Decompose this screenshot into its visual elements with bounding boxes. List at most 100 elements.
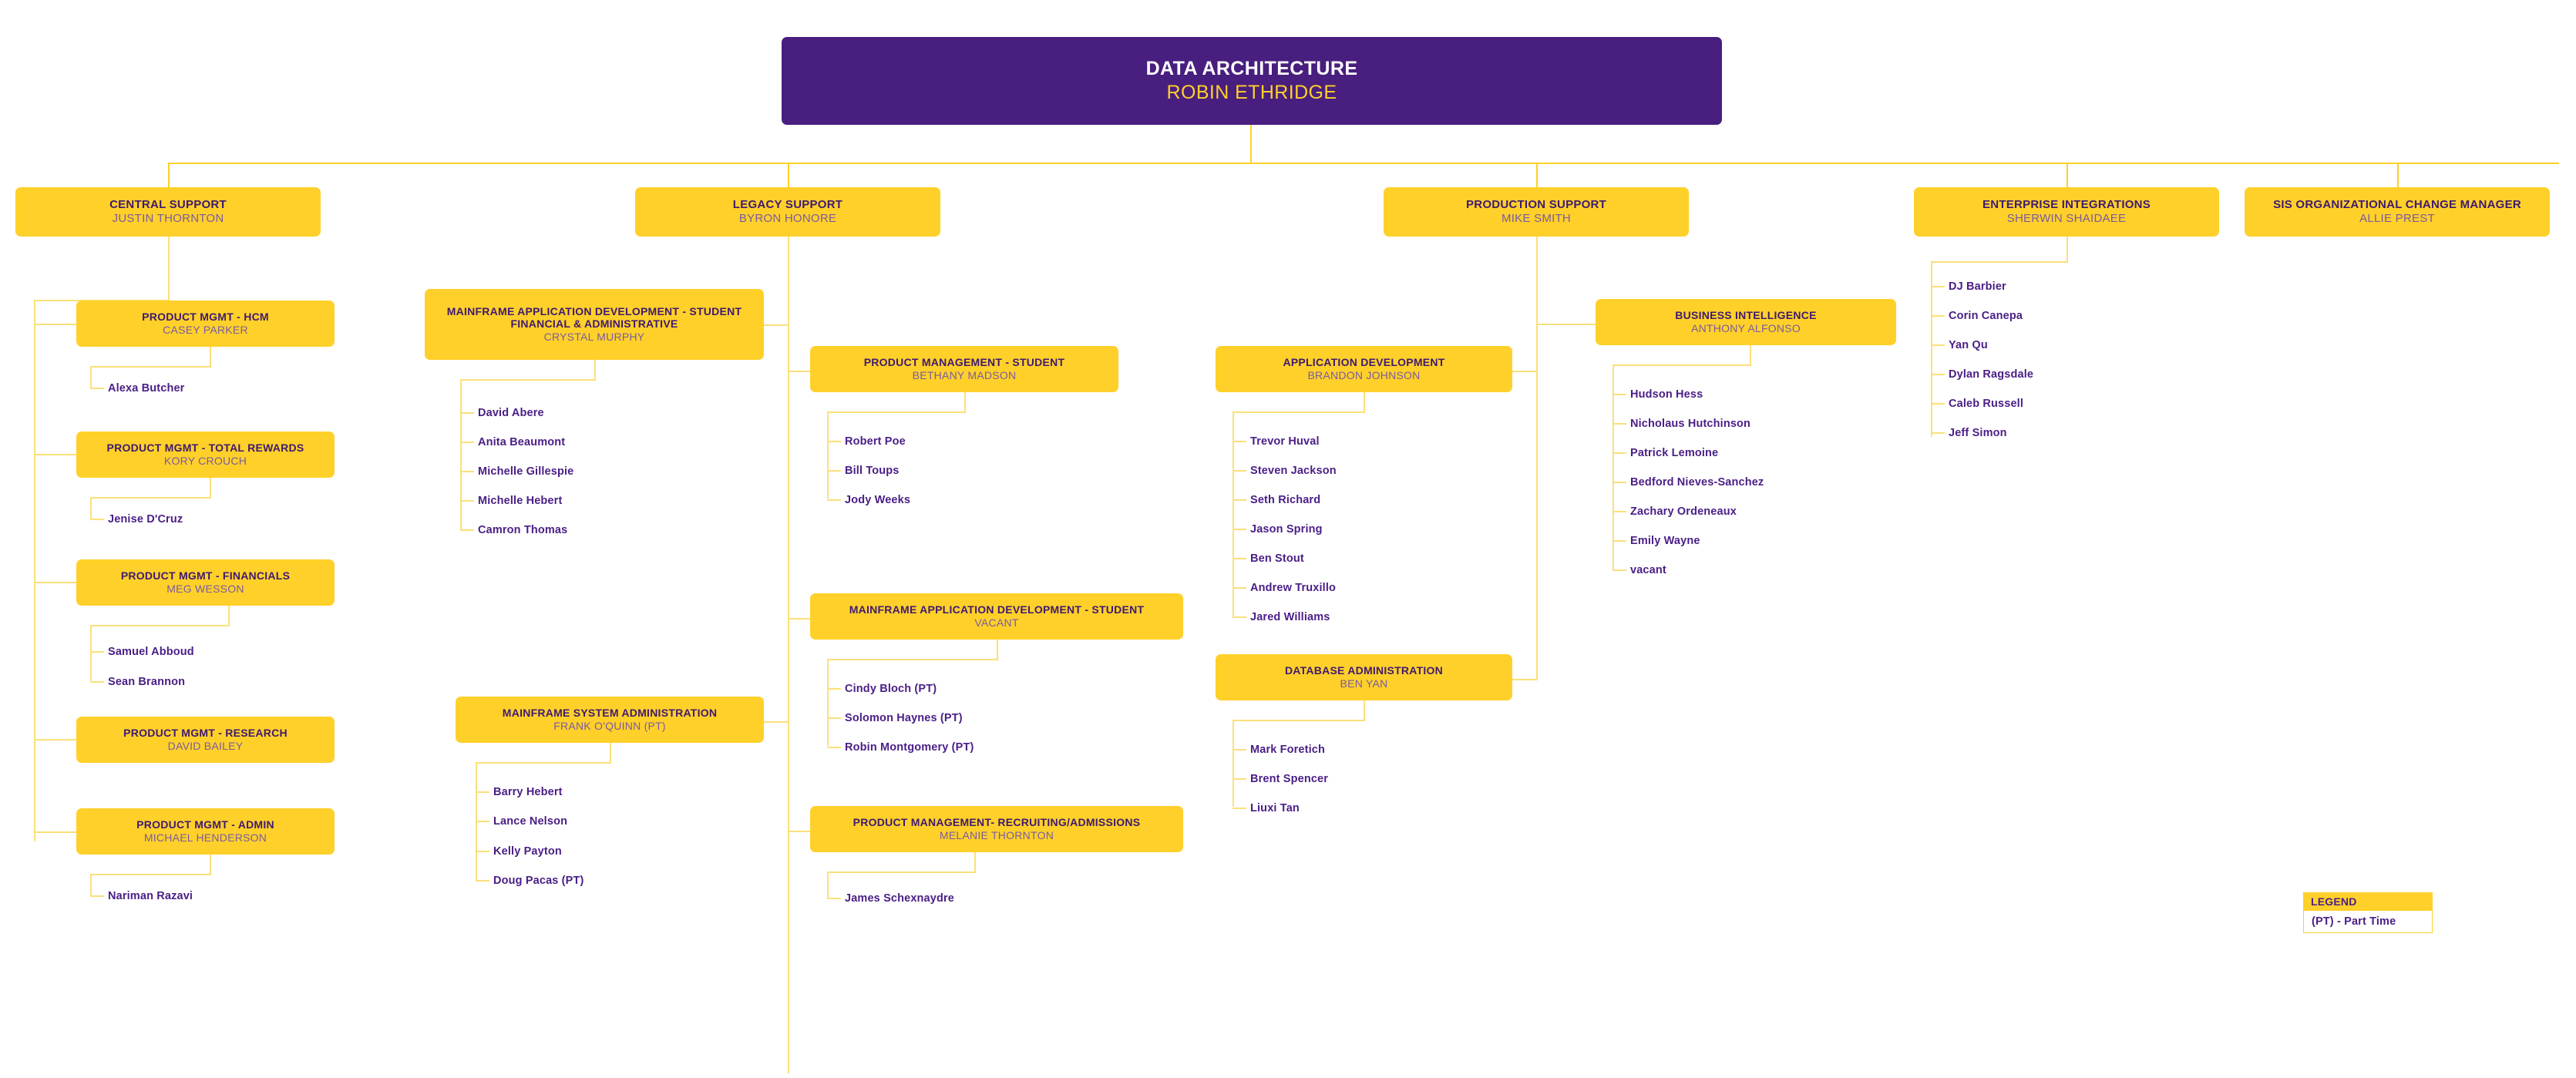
connector-pm-recruiting-elbow (827, 871, 976, 873)
leaf-jared-williams: Jared Williams (1250, 611, 1330, 623)
leaf-yan-qu: Yan Qu (1949, 339, 1988, 351)
connector-app-dev-leaf-4 (1233, 529, 1246, 530)
node-title: SIS ORGANIZATIONAL CHANGE MANAGER (2273, 197, 2521, 211)
leaf-michelle-gillespie: Michelle Gillespie (478, 465, 574, 478)
node-data-architecture[interactable]: DATA ARCHITECTURE ROBIN ETHRIDGE (782, 37, 1722, 125)
leaf-robert-poe: Robert Poe (845, 435, 906, 448)
leaf-doug-pacas: Doug Pacas (PT) (493, 875, 584, 887)
node-product-management-recruiting-admissions[interactable]: PRODUCT MANAGEMENT- RECRUITING/ADMISSION… (810, 806, 1183, 852)
node-subtitle: MICHAEL HENDERSON (143, 831, 267, 845)
connector-to-mf-student (788, 618, 811, 620)
connector-enterprise-leaf-6 (1931, 432, 1945, 434)
leaf-david-abere: David Abere (478, 407, 544, 419)
leaf-alexa-butcher: Alexa Butcher (108, 382, 185, 395)
connector-central-stem (168, 237, 170, 301)
connector-app-dev-stem (1364, 392, 1365, 412)
legend-header: LEGEND (2303, 892, 2433, 911)
leaf-hudson-hess: Hudson Hess (1630, 388, 1703, 401)
node-product-mgmt-research[interactable]: PRODUCT MGMT - RESEARCH DAVID BAILEY (76, 717, 335, 763)
connector-drop-central (168, 163, 170, 187)
leaf-jason-spring: Jason Spring (1250, 523, 1323, 536)
connector-pm-student-spine (827, 411, 829, 499)
node-production-support[interactable]: PRODUCTION SUPPORT MIKE SMITH (1384, 187, 1689, 237)
leaf-michelle-hebert: Michelle Hebert (478, 495, 563, 507)
connector-to-admin (34, 831, 77, 833)
node-product-mgmt-hcm[interactable]: PRODUCT MGMT - HCM CASEY PARKER (76, 301, 335, 347)
node-database-administration[interactable]: DATABASE ADMINISTRATION BEN YAN (1216, 654, 1512, 700)
connector-drop-legacy (788, 163, 789, 187)
leaf-mark-foretich: Mark Foretich (1250, 744, 1326, 756)
node-title: DATABASE ADMINISTRATION (1284, 664, 1444, 677)
node-product-management-student[interactable]: PRODUCT MANAGEMENT - STUDENT BETHANY MAD… (810, 346, 1118, 392)
node-legacy-support[interactable]: LEGACY SUPPORT BYRON HONORE (635, 187, 940, 237)
connector-mfsfa-leaf-2 (460, 442, 474, 443)
connector-drop-production (1536, 163, 1538, 187)
connector-pm-recruiting-spine (827, 871, 829, 898)
node-sis-organizational-change-manager[interactable]: SIS ORGANIZATIONAL CHANGE MANAGER ALLIE … (2245, 187, 2550, 237)
node-mainframe-app-dev-student-financial-administrative[interactable]: MAINFRAME APPLICATION DEVELOPMENT - STUD… (425, 289, 764, 360)
connector-central-spine (34, 300, 35, 841)
connector-app-dev-spine (1233, 411, 1234, 616)
connector-bi-leaf-7 (1613, 569, 1626, 571)
legend: LEGEND (PT) - Part Time (2303, 892, 2433, 933)
connector-hcm-spine (90, 366, 92, 388)
node-subtitle: MIKE SMITH (1501, 212, 1571, 226)
connector-enterprise-stem (2067, 237, 2068, 262)
node-mainframe-system-administration[interactable]: MAINFRAME SYSTEM ADMINISTRATION FRANK O'… (456, 697, 764, 743)
connector-legacy-spine (788, 237, 789, 1073)
node-title: PRODUCTION SUPPORT (1465, 197, 1606, 211)
leaf-zachary-ordeneaux: Zachary Ordeneaux (1630, 505, 1737, 518)
leaf-liuxi-tan: Liuxi Tan (1250, 802, 1300, 814)
connector-pm-student-stem (964, 392, 966, 412)
connector-dba-spine (1233, 720, 1234, 807)
node-title: APPLICATION DEVELOPMENT (1283, 356, 1445, 369)
node-title: PRODUCT MGMT - HCM (142, 311, 269, 324)
connector-bi-spine (1613, 364, 1614, 569)
node-title: LEGACY SUPPORT (732, 197, 843, 211)
connector-pm-student-elbow (827, 411, 966, 413)
connector-production-spine (1536, 237, 1538, 680)
connector-dba-stem (1364, 700, 1365, 720)
node-central-support[interactable]: CENTRAL SUPPORT JUSTIN THORNTON (15, 187, 321, 237)
node-title: DATA ARCHITECTURE (1145, 57, 1358, 79)
leaf-jenise-dcruz: Jenise D'Cruz (108, 513, 183, 526)
node-mainframe-app-dev-student[interactable]: MAINFRAME APPLICATION DEVELOPMENT - STUD… (810, 593, 1183, 640)
connector-bi-leaf-6 (1613, 540, 1626, 542)
connector-bi-leaf-3 (1613, 452, 1626, 454)
node-product-mgmt-financials[interactable]: PRODUCT MGMT - FINANCIALS MEG WESSON (76, 559, 335, 606)
node-title: PRODUCT MANAGEMENT - STUDENT (863, 356, 1065, 369)
connector-mfsys-leaf-4 (476, 880, 489, 882)
node-title: CENTRAL SUPPORT (109, 197, 227, 211)
connector-division-bus (168, 163, 2559, 164)
node-enterprise-integrations[interactable]: ENTERPRISE INTEGRATIONS SHERWIN SHAIDAEE (1914, 187, 2219, 237)
connector-pm-recruiting-stem (974, 852, 976, 872)
node-business-intelligence[interactable]: BUSINESS INTELLIGENCE ANTHONY ALFONSO (1596, 299, 1896, 345)
connector-app-dev-leaf-3 (1233, 499, 1246, 501)
connector-enterprise-leaf-4 (1931, 374, 1945, 375)
node-application-development[interactable]: APPLICATION DEVELOPMENT BRANDON JOHNSON (1216, 346, 1512, 392)
connector-dba-leaf-1 (1233, 749, 1246, 751)
connector-rewards-elbow (90, 497, 211, 499)
connector-mfsys-elbow (476, 762, 611, 764)
node-subtitle: CRYSTAL MURPHY (543, 331, 645, 344)
node-subtitle: MEG WESSON (166, 583, 244, 596)
connector-app-dev-elbow (1233, 411, 1365, 413)
connector-app-dev-leaf-1 (1233, 441, 1246, 442)
connector-to-pm-student (788, 371, 811, 372)
leaf-nariman-razavi: Nariman Razavi (108, 890, 193, 902)
connector-pm-student-leaf-3 (827, 499, 841, 501)
node-subtitle: MELANIE THORNTON (939, 829, 1054, 842)
connector-dba-elbow (1233, 720, 1365, 721)
connector-mfsys-leaf-2 (476, 821, 489, 822)
node-product-mgmt-total-rewards[interactable]: PRODUCT MGMT - TOTAL REWARDS KORY CROUCH (76, 432, 335, 478)
connector-financials-stem (228, 606, 230, 626)
node-product-mgmt-admin[interactable]: PRODUCT MGMT - ADMIN MICHAEL HENDERSON (76, 808, 335, 855)
connector-pm-recruiting-leaf-1 (827, 898, 841, 899)
connector-enterprise-leaf-3 (1931, 344, 1945, 346)
connector-mfsfa-leaf-1 (460, 412, 474, 414)
connector-mf-student-leaf-2 (827, 717, 841, 719)
connector-to-financials (34, 582, 77, 583)
leaf-caleb-russell: Caleb Russell (1949, 398, 2024, 410)
connector-hcm-leaf-1 (90, 388, 104, 389)
